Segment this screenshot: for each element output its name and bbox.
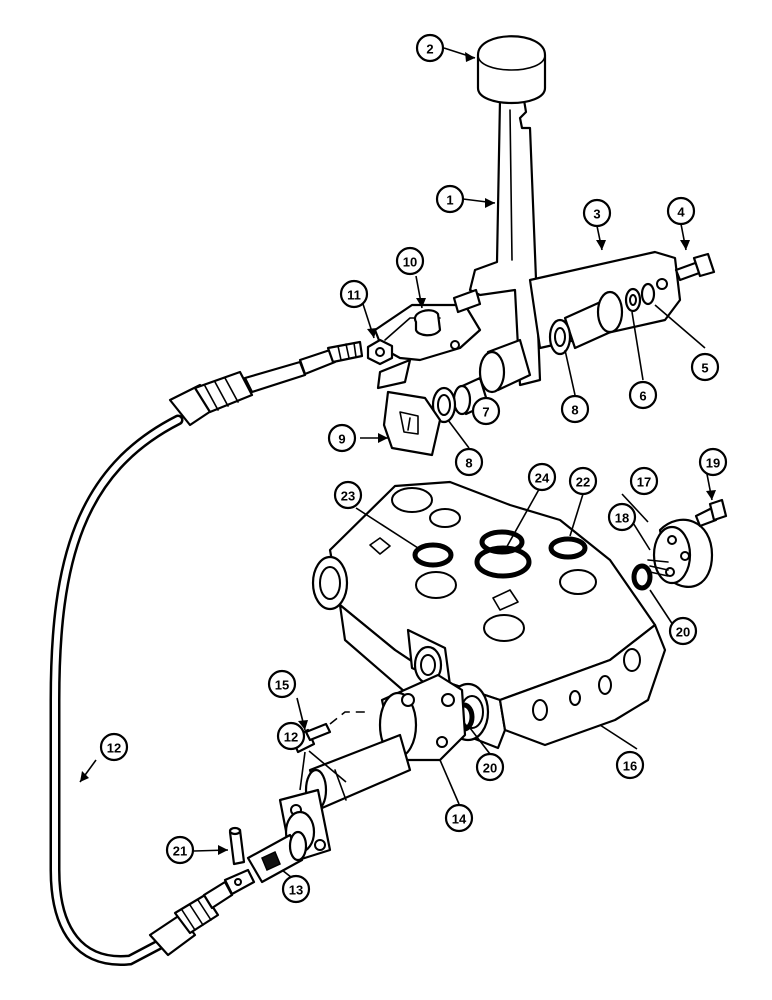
svg-text:14: 14 (452, 812, 467, 827)
end-cap (652, 518, 714, 588)
o-ring-right (548, 536, 588, 560)
callout-20-cap: 20 (668, 616, 698, 646)
leader-lines (79, 47, 713, 882)
svg-text:6: 6 (639, 389, 646, 404)
callout-11: 11 (339, 279, 369, 309)
nut (366, 338, 394, 366)
callout-20-spool: 20 (475, 752, 505, 782)
callout-12-spool: 12 (276, 721, 306, 751)
callout-3: 3 (582, 198, 612, 228)
clevis (246, 830, 308, 884)
callout-23: 23 (333, 480, 363, 510)
spool-flange (378, 673, 467, 762)
svg-text:16: 16 (623, 759, 637, 774)
svg-text:11: 11 (347, 288, 361, 303)
pin (228, 826, 246, 866)
bolt (674, 252, 716, 282)
callout-1: 1 (435, 184, 465, 214)
svg-text:5: 5 (701, 361, 708, 376)
o-ring-left (412, 542, 454, 568)
callout-4: 4 (666, 196, 696, 226)
callout-24: 24 (527, 462, 557, 492)
svg-text:8: 8 (571, 403, 578, 418)
callout-15: 15 (267, 669, 297, 699)
spring (647, 559, 669, 577)
callout-9: 9 (327, 423, 357, 453)
svg-text:13: 13 (289, 883, 303, 898)
callout-7: 7 (471, 396, 501, 426)
callout-18: 18 (607, 502, 637, 532)
callout-13: 13 (281, 874, 311, 904)
callout-16: 16 (615, 750, 645, 780)
pivot-pin-assembly (431, 282, 656, 424)
svg-text:2: 2 (426, 42, 433, 57)
svg-text:22: 22 (576, 475, 590, 490)
svg-text:21: 21 (173, 844, 187, 859)
callout-8-left: 8 (454, 447, 484, 477)
svg-text:8: 8 (465, 456, 472, 471)
lever-knob (476, 35, 547, 104)
spool (304, 733, 412, 812)
callout-19: 19 (698, 447, 728, 477)
svg-text:23: 23 (341, 489, 355, 504)
svg-text:3: 3 (593, 207, 600, 222)
callout-17: 17 (629, 466, 659, 496)
leader-arrowheads (80, 52, 716, 855)
callout-2: 2 (415, 33, 445, 63)
svg-text:9: 9 (338, 432, 345, 447)
svg-text:17: 17 (637, 475, 651, 490)
callout-8-right: 8 (560, 394, 590, 424)
svg-text:12: 12 (284, 730, 298, 745)
callout-12-cable: 12 (99, 732, 129, 762)
svg-text:20: 20 (676, 625, 690, 640)
cap-screw (694, 498, 728, 528)
callout-14: 14 (444, 803, 474, 833)
control-cable (49, 340, 364, 966)
control-lever (468, 98, 542, 387)
svg-text:12: 12 (107, 741, 121, 756)
svg-text:10: 10 (403, 255, 417, 270)
callout-5: 5 (690, 352, 720, 382)
svg-text:4: 4 (677, 205, 685, 220)
svg-text:18: 18 (615, 511, 629, 526)
callout-21: 21 (165, 835, 195, 865)
svg-text:15: 15 (275, 678, 289, 693)
svg-text:1: 1 (446, 193, 453, 208)
callout-22: 22 (568, 466, 598, 496)
o-ring-large (474, 529, 532, 579)
svg-text:19: 19 (706, 456, 720, 471)
svg-text:7: 7 (482, 405, 489, 420)
svg-text:20: 20 (483, 761, 497, 776)
gate-plate (382, 390, 442, 457)
svg-text:24: 24 (535, 471, 550, 486)
stud-bolt (413, 288, 482, 337)
callout-10: 10 (395, 246, 425, 276)
callout-6: 6 (628, 380, 658, 410)
